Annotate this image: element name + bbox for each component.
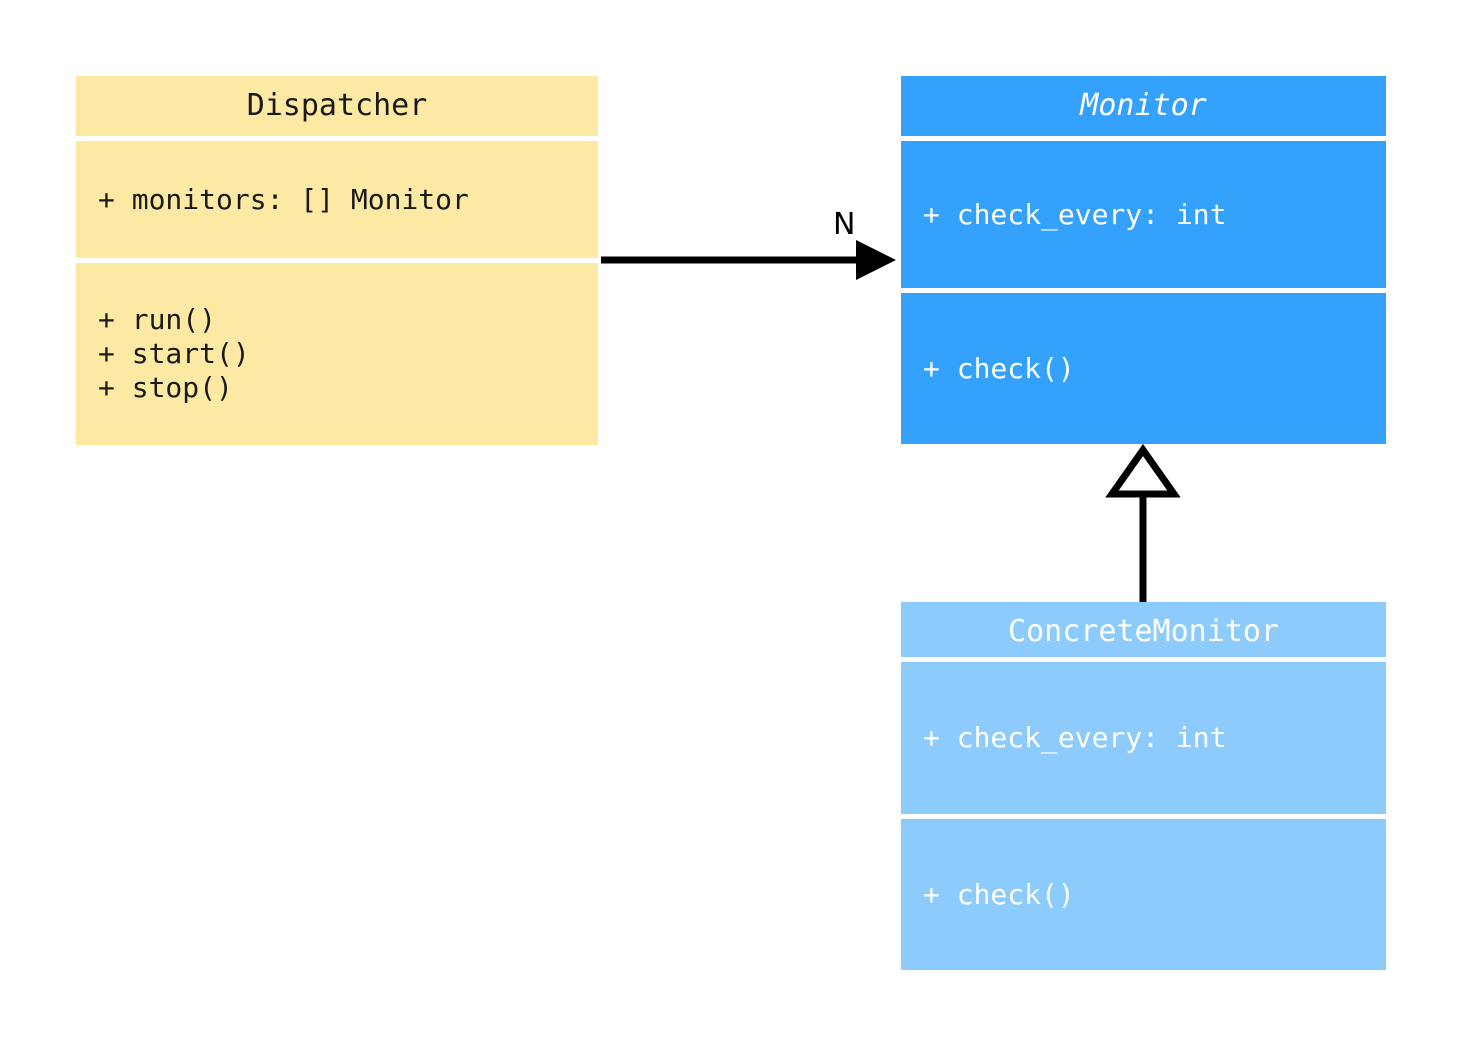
- class-name-concretemonitor: ConcreteMonitor: [1008, 614, 1279, 649]
- hollow-triangle-arrowhead-icon: [1105, 443, 1181, 498]
- uml-class-monitor[interactable]: Monitor + check_every: int + check(): [901, 76, 1386, 444]
- class-name-monitor: Monitor: [1080, 88, 1207, 123]
- attribute-item: + check_every: int: [923, 721, 1227, 754]
- method-item: + check(): [923, 877, 1075, 911]
- method-item: + stop(): [98, 371, 233, 404]
- uml-class-dispatcher[interactable]: Dispatcher + monitors: [] Monitor + run(…: [76, 76, 598, 445]
- class-title-compartment: Dispatcher: [76, 76, 598, 136]
- class-methods-compartment: + check(): [901, 819, 1386, 970]
- uml-class-concretemonitor[interactable]: ConcreteMonitor + check_every: int + che…: [901, 602, 1386, 970]
- association-edge-dispatcher-monitor: [601, 240, 896, 280]
- class-methods-compartment: + check(): [901, 293, 1386, 444]
- method-item: + check(): [923, 351, 1075, 385]
- association-multiplicity-label: N: [833, 207, 856, 242]
- class-attributes-compartment: + check_every: int: [901, 662, 1386, 814]
- class-name-dispatcher: Dispatcher: [246, 88, 428, 123]
- class-title-compartment: ConcreteMonitor: [901, 602, 1386, 657]
- attribute-item: + monitors: [] Monitor: [98, 182, 469, 216]
- filled-triangle-arrowhead-icon: [856, 240, 896, 280]
- method-item: + start(): [98, 337, 250, 370]
- class-attributes-compartment: + check_every: int: [901, 141, 1386, 288]
- class-title-compartment: Monitor: [901, 76, 1386, 136]
- generalization-edge-concretemonitor-monitor: [1105, 443, 1181, 602]
- class-attributes-compartment: + monitors: [] Monitor: [76, 141, 598, 258]
- method-item: + run(): [98, 303, 217, 336]
- attribute-item: + check_every: int: [923, 197, 1227, 231]
- class-methods-compartment: + run() + start() + stop(): [76, 263, 598, 445]
